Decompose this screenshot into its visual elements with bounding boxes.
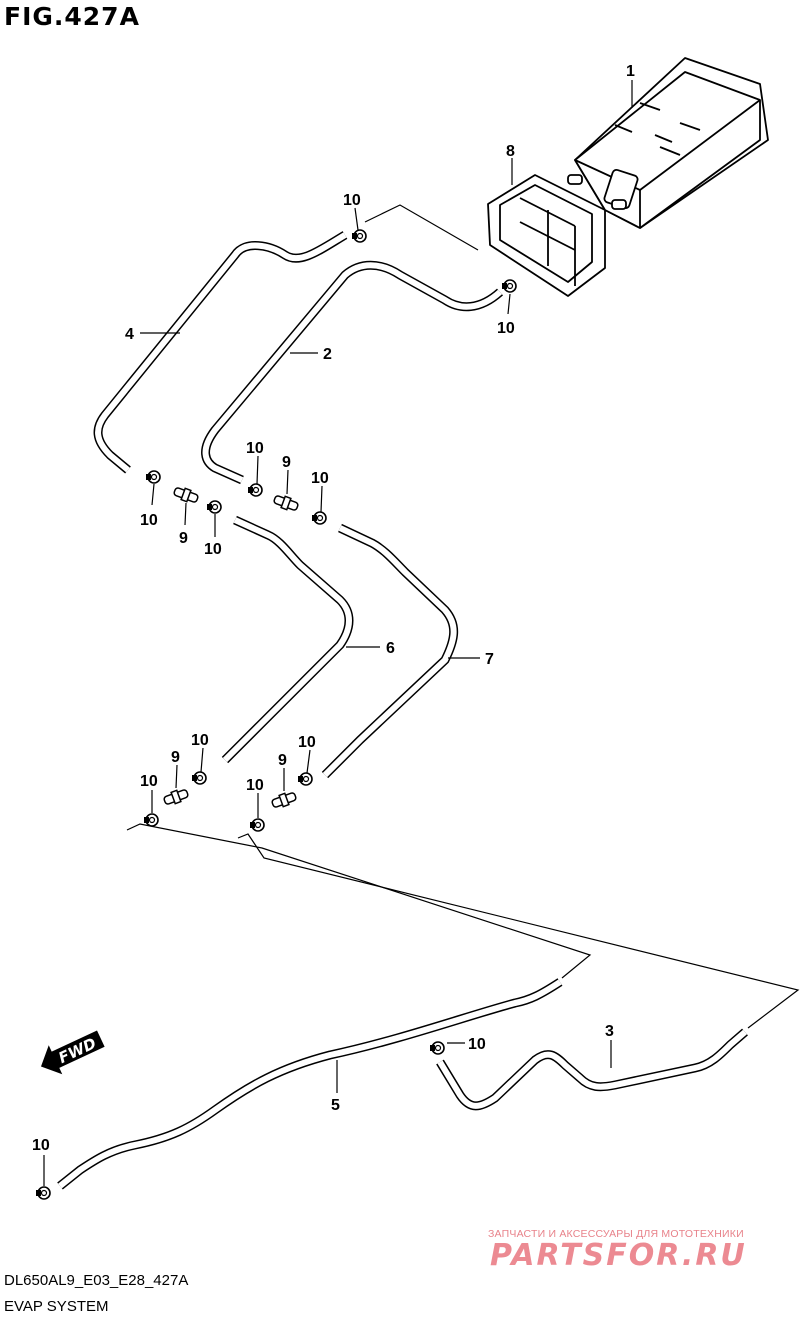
callout-10: 10 bbox=[140, 773, 158, 790]
callout-9: 9 bbox=[282, 454, 291, 471]
callout-leaders bbox=[43, 80, 633, 1186]
joint-part-9 bbox=[163, 487, 299, 808]
figure-code: DL650AL9_E03_E28_427A bbox=[4, 1272, 189, 1289]
leader-lines bbox=[126, 204, 800, 1029]
callout-6: 6 bbox=[386, 640, 395, 657]
hose-part-6 bbox=[221, 515, 354, 764]
callout-7: 7 bbox=[485, 651, 494, 668]
callout-10: 10 bbox=[343, 192, 361, 209]
callout-1: 1 bbox=[626, 63, 635, 80]
forward-arrow-icon: FWD bbox=[40, 1030, 105, 1075]
fwd-label: FWD bbox=[56, 1034, 99, 1067]
callout-10: 10 bbox=[191, 732, 209, 749]
callout-10: 10 bbox=[140, 512, 158, 529]
canister-part-1 bbox=[567, 57, 769, 229]
callout-3: 3 bbox=[605, 1023, 614, 1040]
callout-4: 4 bbox=[125, 326, 134, 343]
callout-5: 5 bbox=[331, 1097, 340, 1114]
bracket-part-8 bbox=[487, 174, 606, 297]
callout-10: 10 bbox=[246, 777, 264, 794]
callout-10: 10 bbox=[32, 1137, 50, 1154]
callout-10: 10 bbox=[246, 440, 264, 457]
figure-name: EVAP SYSTEM bbox=[4, 1298, 109, 1315]
callout-9: 9 bbox=[179, 530, 188, 547]
callout-10: 10 bbox=[204, 541, 222, 558]
watermark-subtitle: ЗАПЧАСТИ И АКСЕССУАРЫ ДЛЯ МОТОТЕХНИКИ bbox=[488, 1228, 744, 1240]
figure-title: FIG.427A bbox=[4, 2, 140, 31]
callout-10: 10 bbox=[468, 1036, 486, 1053]
callout-10: 10 bbox=[497, 320, 515, 337]
callout-9: 9 bbox=[171, 749, 180, 766]
callout-10: 10 bbox=[311, 470, 329, 487]
callout-2: 2 bbox=[323, 346, 332, 363]
callout-10: 10 bbox=[298, 734, 316, 751]
watermark-logo: PARTSFOR.RU bbox=[490, 1238, 747, 1273]
callout-8: 8 bbox=[506, 143, 515, 160]
callout-9: 9 bbox=[278, 752, 287, 769]
